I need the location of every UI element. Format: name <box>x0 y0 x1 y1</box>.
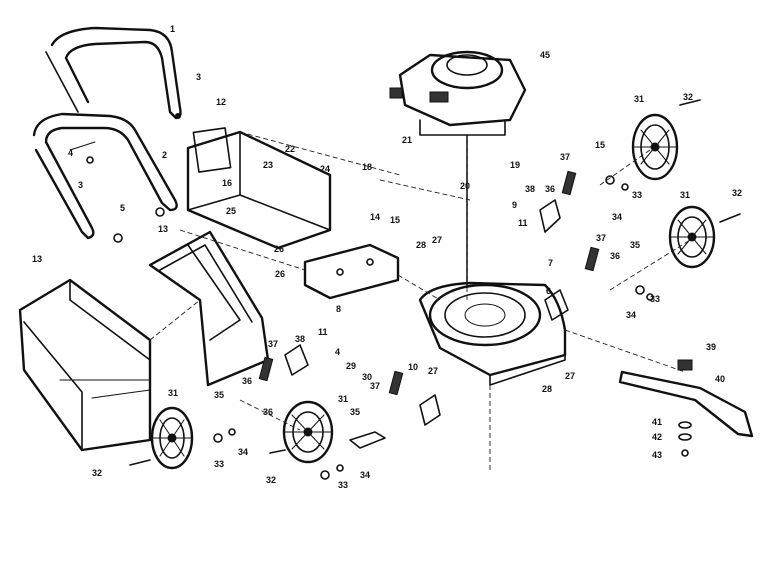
callout: 36 <box>242 376 252 386</box>
callout: 21 <box>402 135 412 145</box>
lower-handle <box>32 112 178 240</box>
callout: 2 <box>162 150 167 160</box>
callout: 36 <box>545 184 555 194</box>
mower-deck <box>418 281 567 386</box>
bag-frame <box>148 230 270 387</box>
callout: 33 <box>214 459 224 469</box>
callout: 31 <box>634 94 644 104</box>
callout: 15 <box>390 215 400 225</box>
callout: 30 <box>362 372 372 382</box>
callout: 19 <box>510 160 520 170</box>
axles-and-bolts <box>129 99 741 480</box>
callout: 24 <box>320 164 330 174</box>
wheel-rear-right <box>631 113 679 181</box>
rear-housing <box>186 127 332 250</box>
callout: 11 <box>518 218 528 228</box>
callout: 43 <box>652 450 662 460</box>
callout: 25 <box>226 206 236 216</box>
callout: 26 <box>275 269 285 279</box>
callout: 38 <box>525 184 535 194</box>
callout: 27 <box>565 371 575 381</box>
callout: 37 <box>560 152 570 162</box>
callout: 3 <box>196 72 201 82</box>
callout: 13 <box>32 254 42 264</box>
callout: 3 <box>78 180 83 190</box>
callout: 38 <box>295 334 305 344</box>
callout: 40 <box>715 374 725 384</box>
callout: 34 <box>238 447 248 457</box>
callout: 41 <box>652 417 662 427</box>
callout: 14 <box>370 212 380 222</box>
callout: 5 <box>120 203 125 213</box>
callout: 33 <box>632 190 642 200</box>
height-adjusters <box>258 170 600 426</box>
blade <box>618 359 754 457</box>
engine <box>389 50 527 300</box>
callout: 15 <box>595 140 605 150</box>
callout: 18 <box>362 162 372 172</box>
leader-lines <box>149 131 691 470</box>
callout: 6 <box>546 286 551 296</box>
callout: 37 <box>370 381 380 391</box>
callout: 31 <box>168 388 178 398</box>
callout: 42 <box>652 432 662 442</box>
callout: 27 <box>432 235 442 245</box>
handle-bolt <box>175 113 181 119</box>
callout: 36 <box>263 407 273 417</box>
callout: 37 <box>596 233 606 243</box>
callout: 7 <box>548 258 553 268</box>
wheel-front-right <box>668 205 716 269</box>
callout: 26 <box>274 244 284 254</box>
callout: 9 <box>512 200 517 210</box>
callout: 1 <box>170 24 175 34</box>
callout: 29 <box>346 361 356 371</box>
callout: 31 <box>338 394 348 404</box>
callout: 39 <box>706 342 716 352</box>
callout: 32 <box>732 188 742 198</box>
callout: 34 <box>626 310 636 320</box>
callout: 35 <box>214 390 224 400</box>
callout: 45 <box>540 50 550 60</box>
grass-bag <box>18 278 152 452</box>
callout: 27 <box>428 366 438 376</box>
callout: 28 <box>542 384 552 394</box>
callout: 32 <box>683 92 693 102</box>
callout: 13 <box>158 224 168 234</box>
callout: 31 <box>680 190 690 200</box>
callout: 11 <box>318 327 328 337</box>
callout: 22 <box>285 144 295 154</box>
callout: 12 <box>216 97 226 107</box>
callout: 35 <box>350 407 360 417</box>
callout-labels: 1 2 3 3 4 5 45 12 13 13 31 32 15 33 34 3… <box>32 24 742 490</box>
callout: 35 <box>630 240 640 250</box>
callout: 34 <box>360 470 370 480</box>
callout: 16 <box>222 178 232 188</box>
callout: 23 <box>263 160 273 170</box>
handle-knobs <box>86 156 165 243</box>
callout: 4 <box>68 148 73 158</box>
center-plate <box>303 243 400 300</box>
callout: 20 <box>460 181 470 191</box>
callout: 10 <box>408 362 418 372</box>
callout: 32 <box>266 475 276 485</box>
callout: 36 <box>610 251 620 261</box>
callout: 33 <box>650 294 660 304</box>
callout: 33 <box>338 480 348 490</box>
callout: 8 <box>336 304 341 314</box>
callout: 37 <box>268 339 278 349</box>
wheel-rear-left <box>150 406 194 470</box>
upper-handle <box>45 26 182 120</box>
callout: 32 <box>92 468 102 478</box>
callout: 28 <box>416 240 426 250</box>
wheel-front-left <box>282 400 334 464</box>
callout: 34 <box>612 212 622 222</box>
callout: 4 <box>335 347 340 357</box>
